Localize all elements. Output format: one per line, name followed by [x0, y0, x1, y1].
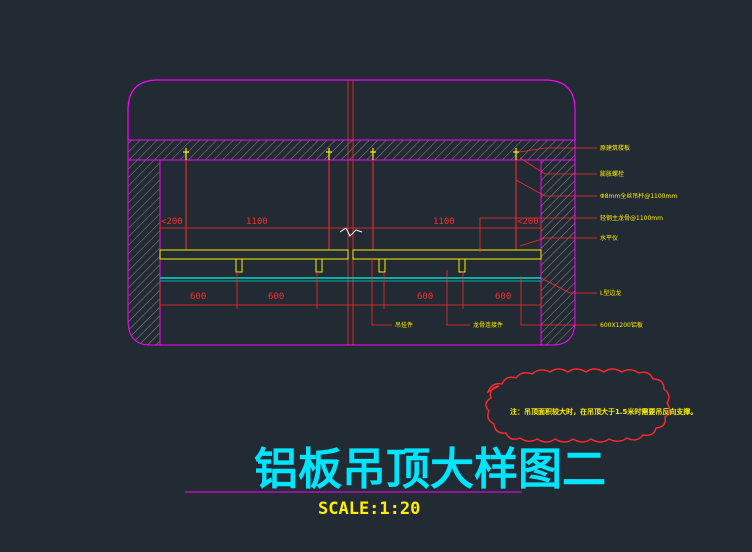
- dim-bottom-2: 600: [268, 292, 284, 302]
- note-cloud: 注：吊顶面积较大时，在吊顶大于1.5米时需要吊反向支撑。: [485, 368, 697, 443]
- label-expansion-bolt: 膨胀螺栓: [600, 170, 624, 178]
- title-block: 铝板吊顶大样图二 SCALE:1:20: [185, 444, 606, 519]
- label-edge-keel: L型边龙: [600, 289, 621, 297]
- label-hanger-clip: 吊挂件: [395, 321, 413, 329]
- label-keel-connector: 龙骨连接件: [473, 321, 503, 329]
- dim-top-left-span: 1100: [246, 217, 268, 227]
- label-hanger-rod: Φ8mm全丝吊杆@1100mm: [600, 192, 677, 200]
- top-dimension: <200 1100 1100 <200: [159, 217, 542, 234]
- main-keel: [159, 249, 542, 273]
- aluminum-panel: [160, 277, 541, 282]
- dim-top-right-edge: <200: [517, 217, 539, 227]
- note-text: 注：吊顶面积较大时，在吊顶大于1.5米时需要吊反向支撑。: [510, 407, 697, 416]
- building-section: [127, 79, 576, 346]
- bottom-dimension: 600 600 600 600: [159, 272, 542, 309]
- label-level: 水平仪: [600, 234, 618, 242]
- dim-bottom-3: 600: [417, 292, 433, 302]
- dim-bottom-1: 600: [190, 292, 206, 302]
- right-wall: [540, 159, 576, 346]
- right-leaders: [479, 147, 597, 326]
- label-building-slab: 原建筑楼板: [600, 144, 630, 152]
- drawing-title: 铝板吊顶大样图二: [254, 444, 606, 495]
- break-symbol: [339, 227, 363, 237]
- bottom-leaders: [371, 258, 470, 326]
- dim-bottom-4: 600: [495, 292, 511, 302]
- label-main-keel: 轻钢主龙骨@1100mm: [600, 214, 663, 222]
- label-panel: 600X1200铝板: [600, 321, 643, 329]
- left-wall: [127, 159, 161, 346]
- concrete-slab: [127, 139, 576, 161]
- drawing-scale: SCALE:1:20: [318, 499, 420, 519]
- dim-top-left-edge: <200: [161, 217, 183, 227]
- right-labels: 原建筑楼板 膨胀螺栓 Φ8mm全丝吊杆@1100mm 轻钢主龙骨@1100mm …: [600, 144, 677, 329]
- hanger-rods: [183, 148, 519, 250]
- dim-top-right-span: 1100: [433, 217, 455, 227]
- slab-outline: [127, 79, 576, 140]
